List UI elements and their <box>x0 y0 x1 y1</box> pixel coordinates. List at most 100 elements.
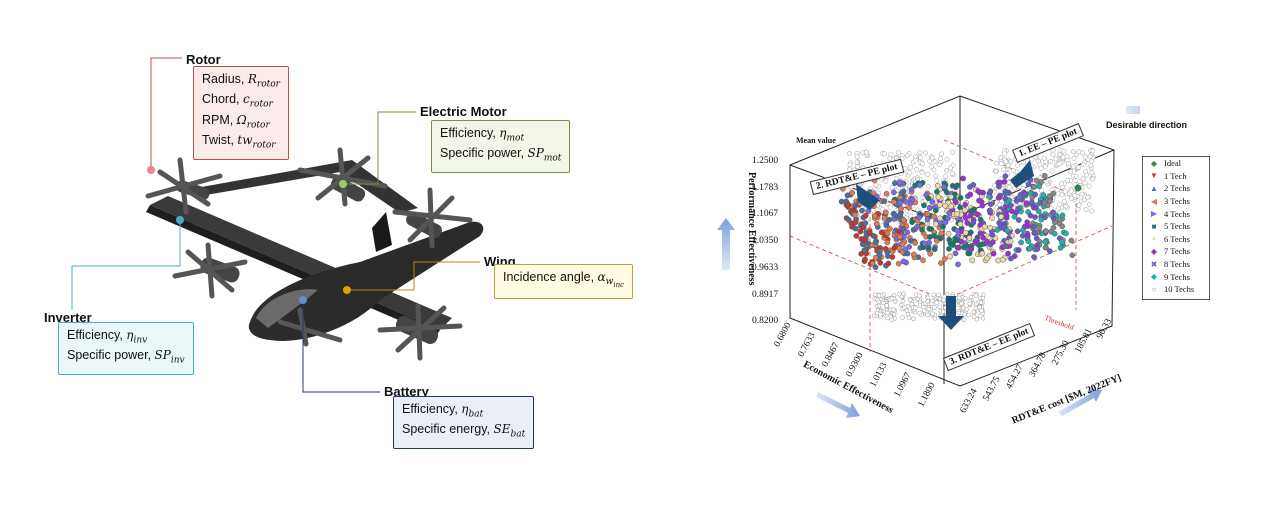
design-point <box>957 194 964 201</box>
rdte-ee-projection-point <box>957 295 962 301</box>
design-point <box>945 215 951 222</box>
design-point <box>967 191 974 198</box>
inverter-param-label: Specific power, <box>67 348 155 363</box>
rdte-ee-projection-point <box>885 315 890 321</box>
design-point <box>1015 205 1021 212</box>
rotor-param-3: Twist, twrotor <box>202 133 280 153</box>
design-point <box>925 195 932 202</box>
design-point <box>903 199 910 205</box>
ee-pe-projection-point <box>1001 167 1007 173</box>
design-point <box>910 227 917 233</box>
ee-pe-projection-point <box>1082 180 1088 186</box>
rdte-ee-projection-point <box>925 312 931 317</box>
legend-label: 7 Techs <box>1164 246 1190 257</box>
rdte-pe-projection-point <box>904 153 910 159</box>
design-point <box>1001 178 1008 185</box>
rdte-ee-projection-point <box>917 293 922 299</box>
rdte-ee-projection-point <box>898 302 904 308</box>
design-point <box>849 224 855 230</box>
ee-pe-projection-point <box>1037 161 1043 167</box>
legend-item: ▼1 Tech <box>1143 170 1209 183</box>
ee-pe-projection-point <box>1057 152 1063 158</box>
rdte-ee-projection-point <box>977 304 982 310</box>
design-point <box>946 236 953 243</box>
design-point <box>892 180 898 186</box>
rdte-pe-projection-point <box>947 165 953 171</box>
rdte-ee-projection-point <box>960 305 966 311</box>
ee-pe-projection-point <box>1075 164 1081 170</box>
design-point <box>947 253 953 260</box>
rotor-param-label: Twist, <box>202 133 238 148</box>
design-point <box>890 199 897 205</box>
design-point <box>954 227 961 234</box>
ee-pe-projection-point <box>1049 168 1055 174</box>
rdte-ee-projection-point <box>926 306 931 312</box>
design-point <box>904 250 911 257</box>
motor-param-label: Specific power, <box>440 146 528 161</box>
rdte-ee-projection-point <box>929 298 935 304</box>
rdte-pe-projection-point <box>938 156 943 162</box>
design-point <box>891 189 897 196</box>
rdte-ee-projection-point <box>905 304 911 309</box>
z-tick-label: 0.9633 <box>752 262 779 273</box>
motor-param-symbol: SPmot <box>527 146 562 164</box>
rdte-ee-projection-point <box>974 316 980 322</box>
design-point <box>852 219 859 226</box>
design-point <box>945 230 952 237</box>
wing-param-0: Incidence angle, αwinc <box>503 270 624 293</box>
design-point <box>952 235 958 242</box>
rdte-ee-projection-point <box>901 291 906 297</box>
ee-pe-projection-point <box>1002 151 1008 157</box>
inverter-leader-line <box>71 220 181 318</box>
cost-arrow-icon <box>1058 389 1102 416</box>
design-point <box>997 179 1003 186</box>
ee-pe-projection-point <box>1056 161 1062 167</box>
design-point <box>986 193 992 200</box>
battery-param-1: Specific energy, SEbat <box>402 422 525 442</box>
ideal-point <box>1074 184 1082 192</box>
design-point <box>1002 195 1009 202</box>
legend-item: ◆9 Techs <box>1143 270 1209 283</box>
rdte-ee-projection-point <box>876 299 882 305</box>
rdte-ee-projection-point <box>980 316 986 321</box>
design-point <box>988 201 994 208</box>
rdte-pe-projection-point <box>923 150 928 156</box>
rdte-pe-projection-point <box>847 151 853 157</box>
ee-pe-projection-point <box>1055 205 1061 211</box>
design-point <box>884 239 891 246</box>
inverter-param-0: Efficiency, ηinv <box>67 328 185 348</box>
design-point <box>929 199 936 205</box>
chart-legend: ◆Ideal▼1 Tech▲2 Techs◀3 Techs▶4 Techs■5 … <box>1142 156 1210 300</box>
rdte-ee-projection-point <box>932 305 937 310</box>
ee-pe-projection-point <box>1077 178 1083 184</box>
rdte-pe-projection-point <box>854 159 860 165</box>
rdte-pe-projection-point <box>927 158 933 164</box>
design-point <box>1007 238 1014 245</box>
motor-marker <box>339 180 347 188</box>
design-point <box>979 202 986 209</box>
design-point <box>924 216 931 223</box>
rdte-pe-projection-point <box>944 156 950 162</box>
battery-param-symbol: SEbat <box>493 422 526 440</box>
design-point <box>957 204 963 211</box>
design-point <box>931 246 938 253</box>
z-tick-label: 0.8200 <box>752 316 779 327</box>
battery-param-symbol: ηbat <box>461 402 484 420</box>
design-point <box>862 256 868 263</box>
wing-marker <box>343 286 351 294</box>
legend-marker-icon: ● <box>1151 234 1157 244</box>
z-tick-label: 1.0350 <box>752 236 779 247</box>
direction-arrows <box>856 160 1034 330</box>
design-point <box>1023 200 1030 206</box>
legend-marker-icon: ▼ <box>1150 171 1158 181</box>
design-point <box>998 213 1005 220</box>
rdte-ee-projection-point <box>889 296 895 301</box>
ee-pe-projection-point <box>1042 163 1048 169</box>
rdte-pe-projection-point <box>881 151 887 157</box>
design-point <box>1047 248 1053 254</box>
design-point <box>914 223 921 230</box>
design-point <box>883 222 890 229</box>
rdte-pe-projection-point <box>895 149 901 155</box>
motor-param-label: Efficiency, <box>440 126 500 140</box>
design-point <box>1005 250 1011 257</box>
